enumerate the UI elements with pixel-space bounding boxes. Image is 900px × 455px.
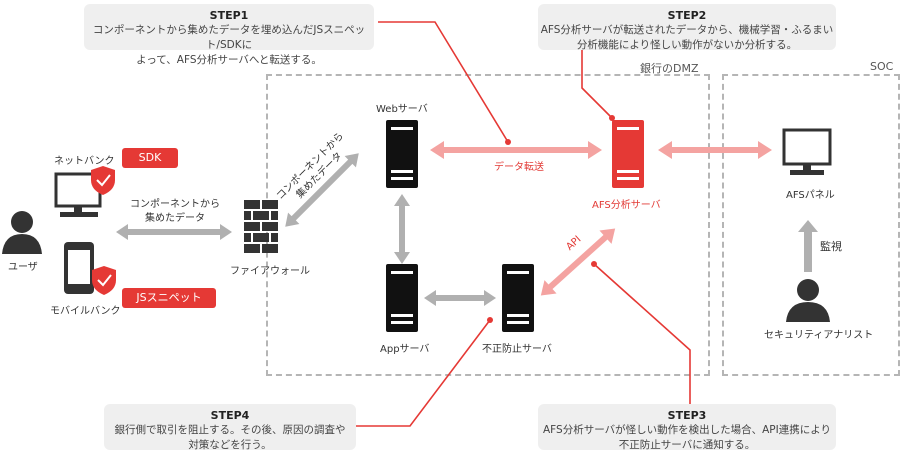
app-server-icon	[386, 264, 418, 332]
app-server-label: Appサーバ	[380, 344, 430, 355]
sdk-badge: SDK	[122, 148, 178, 168]
analyst-label: セキュリティアナリスト	[764, 330, 874, 341]
firewall-label: ファイアウォール	[230, 266, 310, 277]
step2-connector	[581, 50, 613, 119]
step1-text-2: よって、AFS分析サーバへと転送する。	[136, 54, 322, 66]
user-icon	[2, 211, 42, 254]
step4-text-1: 銀行側で取引を阻止する。その後、原因の調査や	[114, 424, 346, 436]
analyst-icon	[786, 279, 830, 322]
step4-text-2: 対策などを行う。	[188, 439, 272, 451]
soc-zone-label: SOC	[870, 60, 894, 73]
afs-server-icon	[612, 120, 644, 188]
afs-server-label: AFS分析サーバ	[592, 200, 661, 211]
netbank-label: ネットバンク	[54, 156, 115, 167]
arrow-firewall-web	[285, 153, 359, 227]
fraud-server-icon	[502, 264, 534, 332]
step3-connector	[593, 263, 691, 404]
step1-connector	[378, 21, 509, 143]
step2-title: STEP2	[667, 9, 707, 22]
arrow-monitor	[798, 220, 818, 272]
arrow-web-app	[394, 194, 410, 264]
firewall-icon	[244, 200, 278, 253]
user-label: ユーザ	[8, 262, 38, 273]
arrow-api	[540, 228, 616, 296]
web-server-label: Webサーバ	[376, 104, 428, 115]
step4-title: STEP4	[210, 409, 250, 422]
shield-icon-mobile	[92, 266, 116, 295]
user-firewall-label-1: コンポーネントから	[130, 199, 220, 210]
user-firewall-label-2: 集めたデータ	[145, 213, 205, 224]
step2-text-1: AFS分析サーバが転送されたデータから、機械学習・ふるまい	[540, 24, 834, 36]
step3-box: STEP3 AFS分析サーバが怪しい動作を検出した場合、API連携により 不正防…	[538, 404, 836, 451]
monitor-label: 監視	[820, 240, 842, 253]
js-snippet-badge: JSスニペット	[122, 288, 216, 308]
step3-dot	[591, 261, 597, 267]
step4-box: STEP4 銀行側で取引を阻止する。その後、原因の調査や 対策などを行う。	[104, 404, 356, 451]
dmz-zone-label: 銀行のDMZ	[640, 62, 699, 75]
mobilebank-label: モバイルバンク	[50, 306, 121, 317]
web-server-icon	[386, 120, 418, 188]
step3-text-2: 不正防止サーバに通知する。	[618, 439, 756, 451]
smartphone-icon	[64, 242, 94, 294]
user-firewall-label: コンポーネントから 集めたデータ	[130, 198, 220, 226]
step4-dot	[487, 317, 493, 323]
fraud-server-label: 不正防止サーバ	[482, 344, 552, 355]
step1-text-1: コンポーネントから集めたデータを埋め込んだJSスニペット/SDKに	[92, 24, 366, 51]
afs-panel-label: AFSパネル	[786, 190, 835, 201]
step1-box: STEP1 コンポーネントから集めたデータを埋め込んだJSスニペット/SDKに …	[84, 4, 374, 66]
step2-text-2: 分析機能により怪しい動作がないか分析する。	[576, 39, 798, 51]
soc-zone	[722, 74, 900, 376]
step4-connector	[356, 319, 491, 427]
arrow-app-fraud	[424, 290, 496, 306]
monitor-icon	[782, 128, 832, 175]
arrow-user-firewall	[116, 224, 232, 240]
step1-dot	[505, 139, 511, 145]
arrow-data-transfer	[430, 141, 602, 159]
step2-box: STEP2 AFS分析サーバが転送されたデータから、機械学習・ふるまい 分析機能…	[538, 4, 836, 51]
shield-icon-pc	[91, 166, 115, 195]
arrow-afs-panel	[658, 141, 772, 159]
step1-title: STEP1	[209, 9, 249, 22]
step2-dot	[609, 115, 615, 121]
step3-title: STEP3	[667, 409, 707, 422]
step3-text-1: AFS分析サーバが怪しい動作を検出した場合、API連携により	[543, 424, 831, 436]
data-transfer-label: データ転送	[494, 162, 544, 173]
